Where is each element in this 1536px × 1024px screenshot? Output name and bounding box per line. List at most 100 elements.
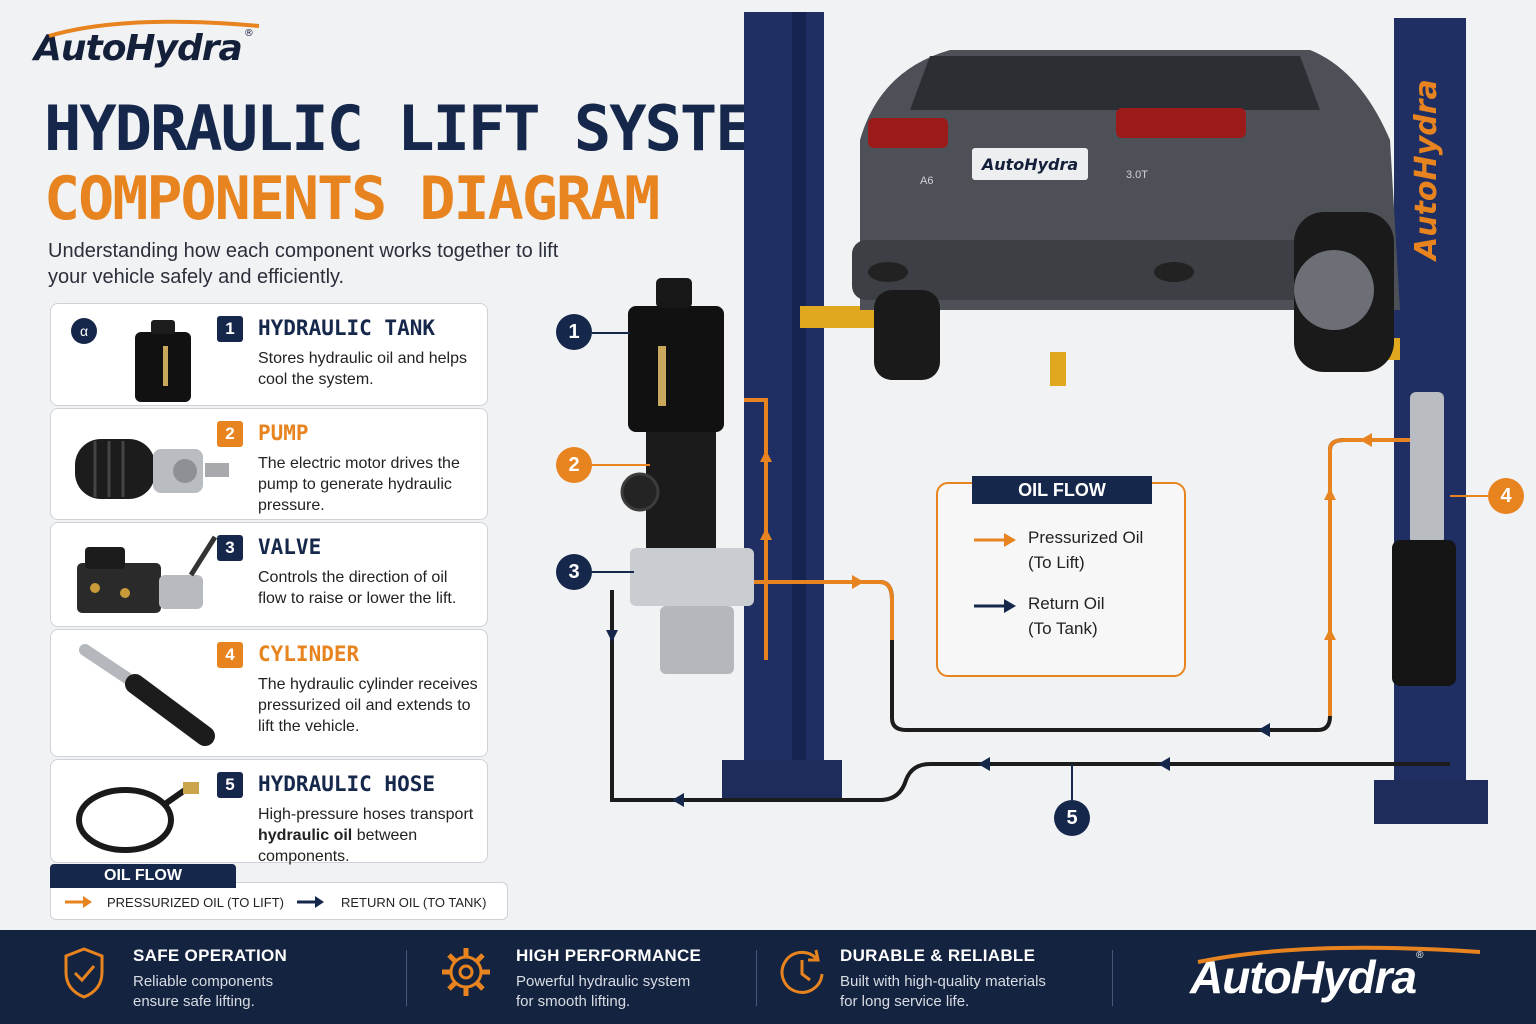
return-arrow	[606, 630, 618, 642]
valve-block-icon	[77, 535, 218, 613]
description-text-end: between components.	[258, 827, 418, 865]
component-name: HYDRAULIC HOSE	[258, 772, 436, 796]
callout-3: 3	[556, 554, 592, 590]
return-arrow-icon	[297, 896, 324, 908]
component-name: HYDRAULIC TANK	[258, 316, 436, 340]
oil-flow-legend-small: PRESSURIZED OIL (TO LIFT) RETURN OIL (TO…	[50, 882, 508, 920]
component-number: 3	[217, 535, 243, 561]
clock-icon	[780, 949, 824, 994]
logo-swoosh-icon	[1197, 945, 1481, 964]
component-card-hose: 5 HYDRAULIC HOSE High-pressure hoses tra…	[50, 759, 488, 865]
component-description: The electric motor drives the pump to ge…	[258, 455, 460, 514]
pump-housing	[660, 606, 734, 674]
oil-flow-legend-title: OIL FLOW	[972, 476, 1152, 504]
pump-motor-icon	[75, 439, 229, 499]
component-description: Controls the direction of oil flow to ra…	[258, 569, 457, 607]
callout-1: 1	[556, 314, 592, 350]
component-number: 4	[217, 642, 243, 668]
feature-durable-reliable: DURABLE & RELIABLE Built with high-quali…	[840, 946, 1046, 1012]
callout-4: 4	[1488, 478, 1524, 514]
hydraulic-cylinder-icon	[79, 644, 215, 746]
return-arrow	[1258, 723, 1270, 737]
feature-line1: Reliable components	[133, 973, 274, 990]
return-arrow	[1158, 757, 1170, 771]
pressurized-arrow	[1360, 433, 1372, 447]
pressurized-oil-label: Pressurized Oil	[1028, 528, 1144, 547]
logo-swoosh-icon	[48, 19, 260, 38]
pressurized-hose-left	[744, 398, 768, 660]
feature-title: DURABLE & RELIABLE	[840, 946, 1036, 965]
component-number: 2	[217, 421, 243, 447]
component-description: High-pressure hoses transport hydraulic …	[258, 804, 478, 867]
return-arrow-icon	[974, 599, 1016, 613]
valve-block	[630, 548, 754, 606]
post-brand-label: AutoHydra	[1409, 79, 1444, 262]
feature-line1: Powerful hydraulic system	[516, 973, 691, 990]
gear-icon	[442, 948, 490, 996]
flow-arrows	[606, 433, 1372, 807]
car-model-badge: A6	[920, 175, 933, 187]
footer-divider	[756, 950, 757, 1006]
page-subtitle: Understanding how each component works t…	[48, 240, 559, 288]
callout-5: 5	[1054, 800, 1090, 836]
pressurized-hose-right	[1328, 438, 1414, 716]
component-description: The hydraulic cylinder receives pressuri…	[258, 676, 478, 735]
oil-flow-legend: Pressurized Oil (To Lift) Return Oil (To…	[936, 482, 1186, 677]
return-arrow	[978, 757, 990, 771]
brand-logo: AutoHydra®	[34, 19, 260, 69]
tank-cap	[656, 278, 692, 308]
feature-line2: for long service life.	[840, 993, 970, 1010]
component-name: CYLINDER	[258, 642, 360, 666]
hydraulic-hose-icon	[76, 782, 199, 853]
callout-leaders	[592, 332, 1488, 800]
component-list: α 1 HYDRAULIC TANK Stores hydraulic oil …	[50, 303, 488, 865]
return-hose	[610, 590, 1450, 802]
component-number: 1	[217, 316, 243, 342]
shield-check-icon	[64, 947, 104, 999]
feature-line2: ensure safe lifting.	[133, 993, 255, 1010]
footer-divider	[1112, 950, 1113, 1006]
return-arrow	[672, 793, 684, 807]
callout-2: 2	[556, 447, 592, 483]
feature-footer: SAFE OPERATION Reliable components ensur…	[0, 930, 1536, 1024]
pressurized-arrow-icon	[65, 896, 92, 908]
hydraulic-cylinder	[1392, 392, 1456, 686]
feature-high-performance: HIGH PERFORMANCE Powerful hydraulic syst…	[516, 946, 701, 1012]
tank-sight-gauge	[658, 346, 666, 406]
component-number: 5	[217, 772, 243, 798]
pressurized-arrow-icon	[974, 533, 1016, 547]
component-card-valve: 3 VALVE Controls the direction of oil fl…	[50, 522, 488, 627]
car: AutoHydra A6 3.0T	[852, 50, 1400, 380]
power-unit	[620, 278, 754, 674]
pressurized-arrow	[852, 575, 864, 589]
car-badge: AutoHydra	[980, 155, 1078, 174]
return-oil-sub: (To Tank)	[1028, 619, 1098, 638]
pressurized-arrow	[1324, 628, 1336, 640]
description-bold: hydraulic oil	[258, 827, 353, 844]
pressurized-arrow	[1324, 488, 1336, 500]
car-engine-badge: 3.0T	[1126, 169, 1148, 181]
feature-safe-operation: SAFE OPERATION Reliable components ensur…	[133, 946, 287, 1012]
left-lift-post	[722, 12, 842, 800]
component-card-pump: 2 PUMP The electric motor drives the pum…	[50, 408, 488, 520]
lift-diagram: AutoHydra AutoHydra A6 3.0T	[592, 12, 1488, 824]
component-description: Stores hydraulic oil and helps cool the …	[258, 350, 468, 388]
hydraulic-tank-icon	[135, 320, 191, 402]
component-card-cylinder: 4 CYLINDER The hydraulic cylinder receiv…	[50, 629, 488, 757]
footer-brand-name: AutoHydra	[1190, 951, 1417, 1003]
feature-line1: Built with high-quality materials	[840, 973, 1046, 990]
component-name: PUMP	[258, 421, 309, 445]
pressurized-arrow	[760, 528, 772, 540]
component-card-tank: α 1 HYDRAULIC TANK Stores hydraulic oil …	[50, 303, 488, 406]
footer-divider	[406, 950, 407, 1006]
brand-name: AutoHydra	[34, 28, 243, 69]
feature-title: SAFE OPERATION	[133, 946, 288, 965]
tank-body	[628, 306, 724, 432]
page-title-line2: COMPONENTS DIAGRAM	[44, 164, 660, 234]
brand-registered: ®	[243, 28, 254, 39]
oil-flow-legend-title: OIL FLOW	[50, 864, 236, 888]
footer-brand-logo: AutoHydra®	[1190, 945, 1481, 1004]
thumb-tag: α	[71, 318, 97, 344]
pressurized-hose-segment	[754, 580, 894, 640]
description-text: High-pressure hoses transport	[258, 806, 474, 823]
